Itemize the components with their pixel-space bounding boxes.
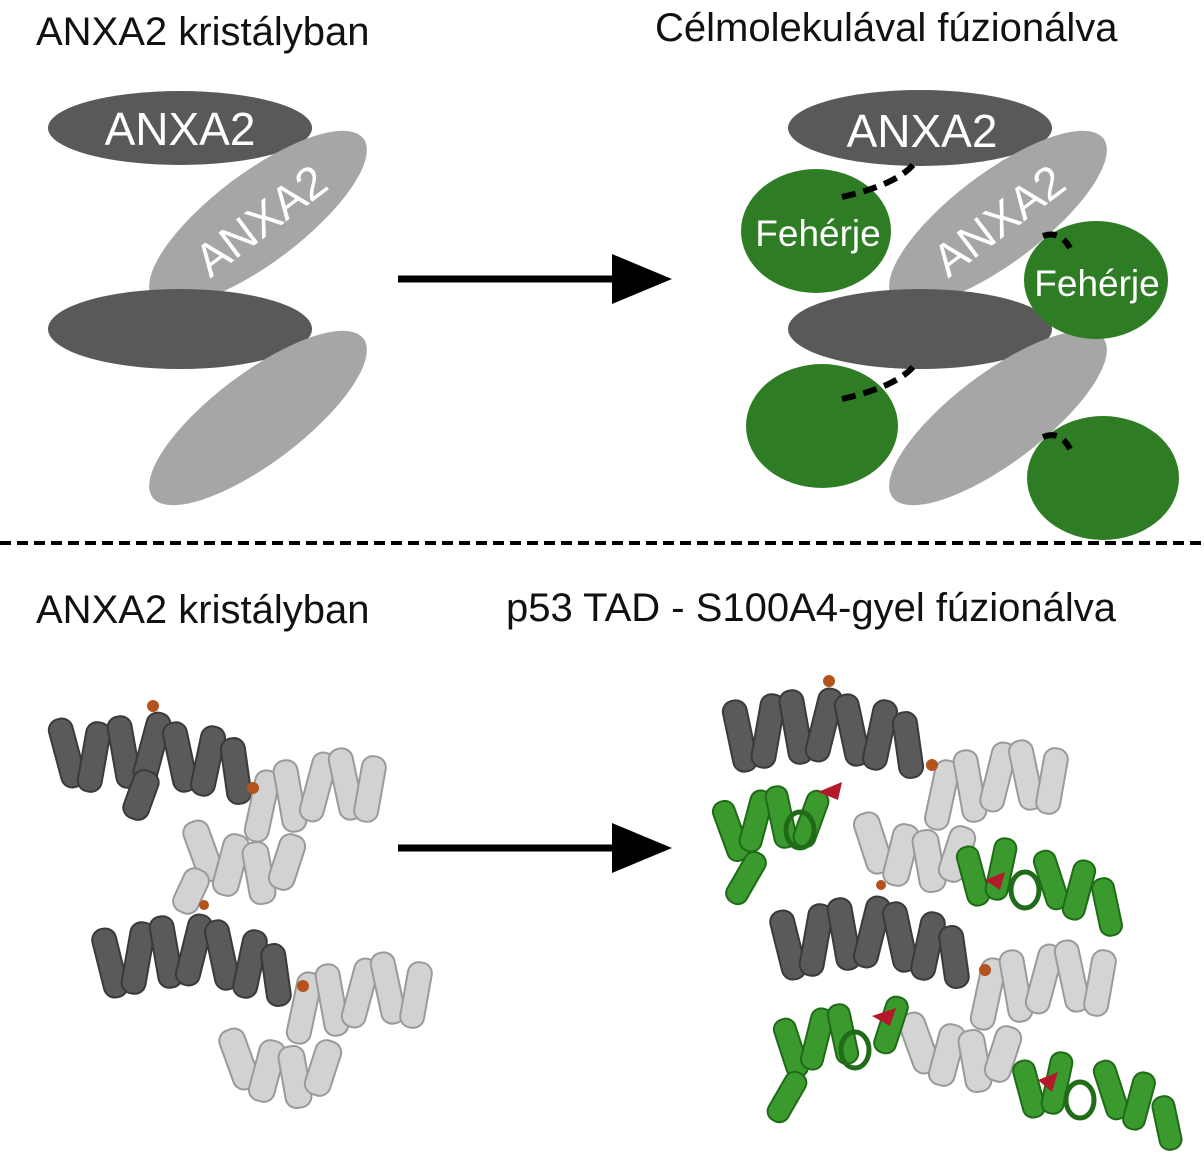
protein-circle-2: [1024, 221, 1168, 339]
anxa2-ellipse-light-2: [149, 330, 367, 506]
anxa2-ellipse-light-1: [149, 130, 367, 306]
linker-1: [841, 162, 916, 200]
protein-label-2: Fehérje: [1034, 263, 1159, 304]
crystal-structure-right: [711, 675, 1183, 1151]
anxa2-label-dark-3: ANXA2: [847, 105, 998, 157]
linker-4: [1041, 432, 1073, 451]
anxa2-ellipse-dark-4: [788, 289, 1052, 369]
crystal-structure-left: [47, 700, 433, 1110]
linker-2: [1042, 231, 1073, 250]
bottom-right-title: p53 TAD - S100A4-gyel fúzionálva: [506, 586, 1116, 630]
anxa2-ellipse-light-4: [889, 330, 1107, 506]
top-right-title: Célmolekulával fúzionálva: [655, 6, 1118, 50]
top-left-title: ANXA2 kristályban: [36, 10, 370, 54]
bottom-left-title: ANXA2 kristályban: [36, 588, 370, 632]
anxa2-ellipse-dark-1: [48, 91, 312, 165]
arrow-bottom: [398, 823, 672, 873]
anxa2-ellipse-dark-2: [48, 289, 312, 369]
protein-label-1: Fehérje: [755, 213, 880, 254]
arrow-top: [398, 254, 672, 304]
top-left-schematic: ANXA2 ANXA2: [48, 91, 367, 506]
protein-circle-1: [741, 169, 891, 293]
linker-3: [841, 364, 916, 402]
top-right-schematic: ANXA2 ANXA2 Fehérje Fehérje: [741, 90, 1179, 540]
anxa2-ellipse-light-3: [889, 130, 1107, 306]
protein-circle-3: [746, 364, 898, 488]
protein-circle-4: [1027, 416, 1179, 540]
anxa2-ellipse-dark-3: [788, 90, 1052, 166]
anxa2-label-dark-1: ANXA2: [105, 103, 256, 155]
